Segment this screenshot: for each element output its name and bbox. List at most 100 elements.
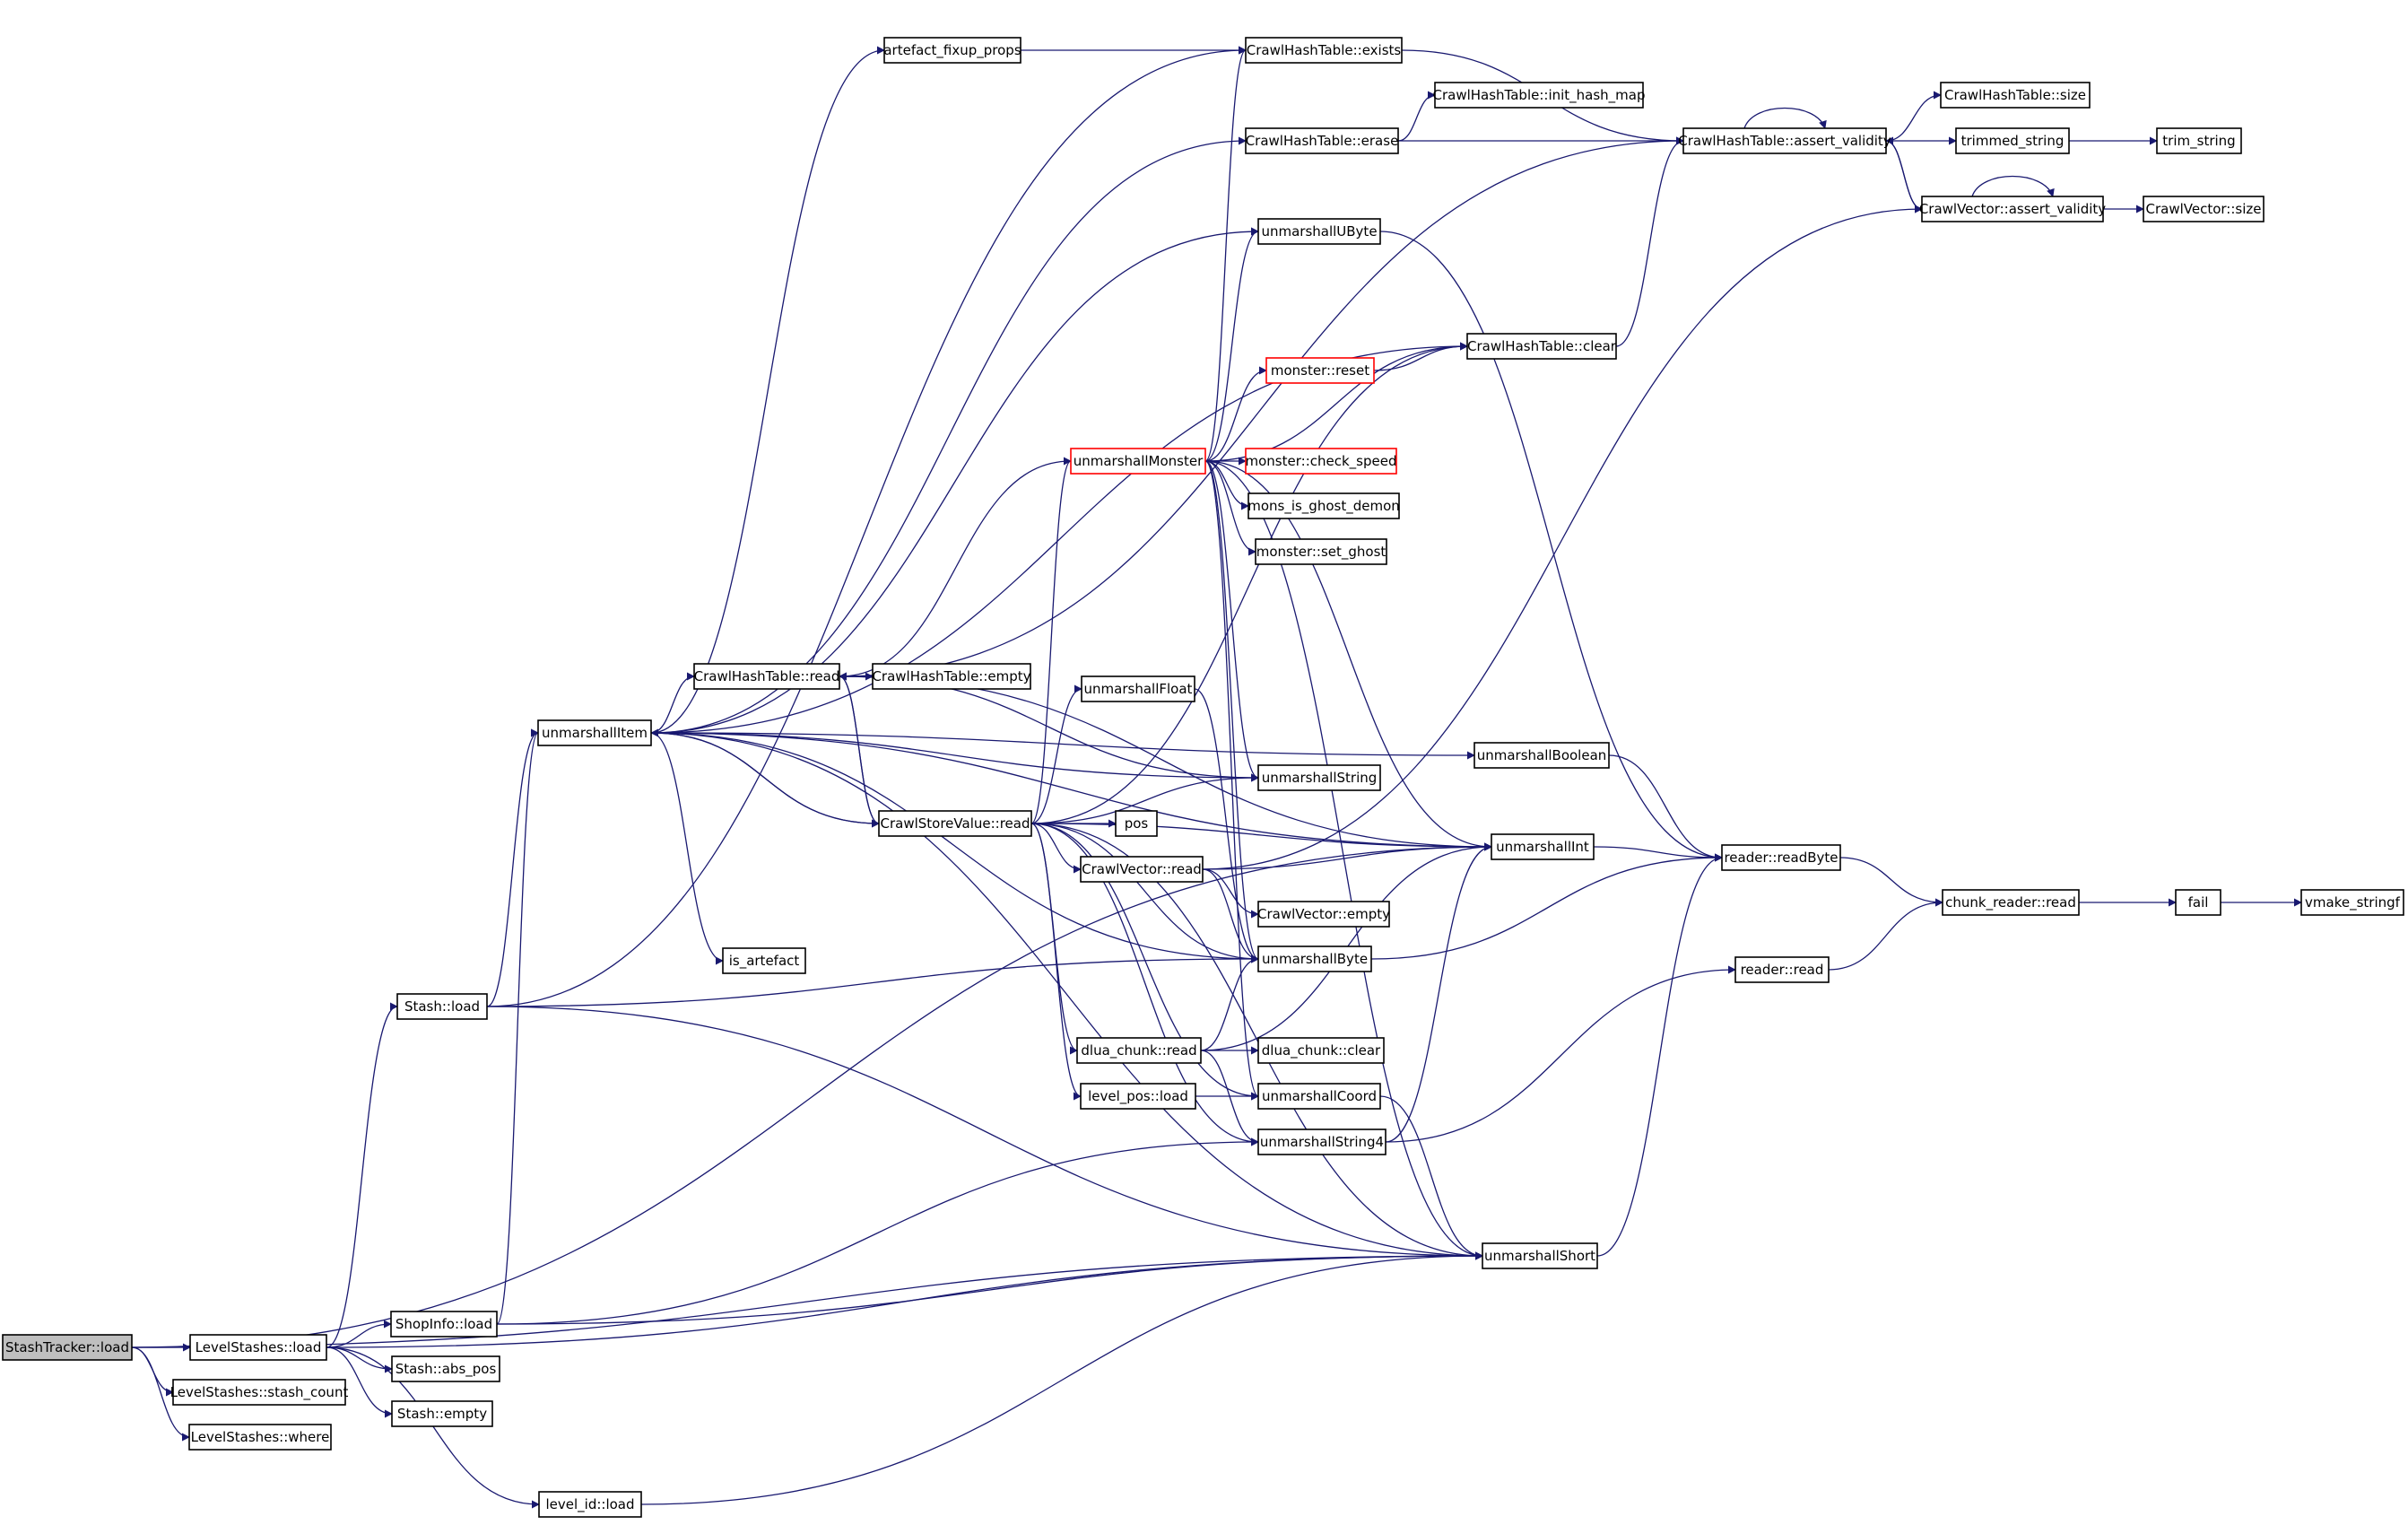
graph-node-trimmed-string[interactable]: trimmed_string [1955,127,2070,154]
node-box[interactable] [390,1311,498,1338]
graph-node-monster-check-speed[interactable]: monster::check_speed [1245,448,1397,475]
node-box[interactable] [1921,196,2104,222]
node-box[interactable] [1955,127,2070,154]
node-box[interactable] [189,1334,327,1361]
node-box[interactable] [1265,357,1375,384]
graph-node-reader-read[interactable]: reader::read [1734,956,1830,983]
node-box[interactable] [872,663,1031,690]
graph-node-dlua-chunk-clear[interactable]: dlua_chunk::clear [1257,1037,1385,1064]
graph-node-crawlhashtable-init-hash-map[interactable]: CrawlHashTable::init_hash_map [1432,82,1646,109]
graph-node-stash-empty[interactable]: Stash::empty [391,1400,493,1427]
graph-node-crawlhashtable-clear[interactable]: CrawlHashTable::clear [1466,333,1617,360]
graph-node-crawlhashtable-size[interactable]: CrawlHashTable::size [1940,82,2091,109]
graph-node-crawlhashtable-exists[interactable]: CrawlHashTable::exists [1245,37,1403,64]
graph-node-levelstashes-load[interactable]: LevelStashes::load [189,1334,327,1361]
graph-node-fail[interactable]: fail [2175,889,2221,916]
graph-node-crawlhashtable-read[interactable]: CrawlHashTable::read [693,663,840,690]
node-box[interactable] [1080,1083,1196,1110]
node-box[interactable] [1482,1242,1598,1269]
node-box[interactable] [1942,889,2080,916]
node-box[interactable] [722,947,806,974]
node-box[interactable] [172,1379,346,1406]
graph-node-unmarshallubyte[interactable]: unmarshallUByte [1257,218,1381,245]
graph-node-unmarshallboolean[interactable]: unmarshallBoolean [1473,742,1610,769]
node-box[interactable] [2156,127,2242,154]
graph-node-level-id-load[interactable]: level_id::load [538,1491,642,1518]
graph-node-shopinfo-load[interactable]: ShopInfo::load [390,1311,498,1338]
graph-node-vmake-stringf[interactable]: vmake_stringf [2300,889,2404,916]
node-box[interactable] [2175,889,2221,916]
node-box[interactable] [1682,127,1887,154]
graph-node-stash-load[interactable]: Stash::load [396,993,488,1020]
node-box[interactable] [1257,901,1390,928]
graph-node-unmarshallfloat[interactable]: unmarshallFloat [1081,675,1195,702]
node-box[interactable] [1491,833,1595,860]
graph-node-crawlvector-size[interactable]: CrawlVector::size [2143,196,2265,222]
node-box[interactable] [693,663,840,690]
graph-node-unmarshallmonster[interactable]: unmarshallMonster [1070,448,1206,475]
node-box[interactable] [188,1424,332,1451]
graph-node-reader-readbyte[interactable]: reader::readByte [1721,844,1841,871]
graph-node-chunk-reader-read[interactable]: chunk_reader::read [1942,889,2080,916]
node-box[interactable] [1081,675,1195,702]
node-box[interactable] [538,1491,642,1518]
node-box[interactable] [1257,1037,1385,1064]
graph-node-levelstashes-stash-count[interactable]: LevelStashes::stash_count [170,1379,349,1406]
graph-node-trim-string[interactable]: trim_string [2156,127,2242,154]
graph-node-level-pos-load[interactable]: level_pos::load [1080,1083,1196,1110]
node-box[interactable] [2,1334,133,1361]
node-box[interactable] [396,993,488,1020]
graph-node-monster-reset[interactable]: monster::reset [1265,357,1375,384]
graph-node-mons-is-ghost-demon[interactable]: mons_is_ghost_demon [1247,492,1400,519]
node-box[interactable] [1257,764,1381,791]
node-box[interactable] [1434,82,1644,109]
node-box[interactable] [1257,946,1372,972]
graph-node-unmarshallitem[interactable]: unmarshallItem [537,719,652,746]
node-box[interactable] [1473,742,1610,769]
graph-node-crawlvector-empty[interactable]: CrawlVector::empty [1257,901,1390,928]
node-box[interactable] [1257,1083,1381,1110]
node-box[interactable] [391,1400,493,1427]
node-box[interactable] [1080,856,1204,883]
graph-node-unmarshallshort[interactable]: unmarshallShort [1482,1242,1598,1269]
graph-node-crawlhashtable-empty[interactable]: CrawlHashTable::empty [872,663,1031,690]
graph-node-artefact-fixup-props[interactable]: artefact_fixup_props [883,37,1021,64]
node-box[interactable] [883,37,1021,64]
node-box[interactable] [1076,1037,1202,1064]
node-box[interactable] [1070,448,1206,475]
graph-node-pos[interactable]: pos [1115,810,1158,837]
graph-node-unmarshallint[interactable]: unmarshallInt [1491,833,1595,860]
node-box[interactable] [878,810,1032,837]
node-box[interactable] [1940,82,2091,109]
node-box[interactable] [1115,810,1158,837]
graph-node-is-artefact[interactable]: is_artefact [722,947,806,974]
node-box[interactable] [2300,889,2404,916]
graph-node-stash-abs-pos[interactable]: Stash::abs_pos [391,1355,500,1382]
node-box[interactable] [2143,196,2265,222]
graph-node-unmarshallcoord[interactable]: unmarshallCoord [1257,1083,1381,1110]
node-box[interactable] [1257,1128,1387,1155]
graph-node-crawlhashtable-assert-validity[interactable]: CrawlHashTable::assert_validity [1678,127,1891,154]
node-box[interactable] [391,1355,500,1382]
node-box[interactable] [1257,218,1381,245]
graph-node-unmarshallstring4[interactable]: unmarshallString4 [1257,1128,1387,1155]
node-box[interactable] [1245,37,1403,64]
graph-node-crawlvector-read[interactable]: CrawlVector::read [1080,856,1204,883]
graph-node-crawlstorevalue-read[interactable]: CrawlStoreValue::read [878,810,1032,837]
graph-node-crawlvector-assert-validity[interactable]: CrawlVector::assert_validity [1919,196,2106,222]
node-box[interactable] [1255,538,1387,565]
node-box[interactable] [1721,844,1841,871]
graph-node-unmarshallstring[interactable]: unmarshallString [1257,764,1381,791]
graph-node-levelstashes-where[interactable]: LevelStashes::where [188,1424,332,1451]
node-box[interactable] [1247,492,1400,519]
node-box[interactable] [1245,127,1399,154]
node-box[interactable] [1245,448,1397,475]
graph-node-unmarshallbyte[interactable]: unmarshallByte [1257,946,1372,972]
graph-node-monster-set-ghost[interactable]: monster::set_ghost [1255,538,1387,565]
node-box[interactable] [537,719,652,746]
node-box[interactable] [1466,333,1617,360]
graph-node-dlua-chunk-read[interactable]: dlua_chunk::read [1076,1037,1202,1064]
node-box[interactable] [1734,956,1830,983]
graph-node-stashtracker-load[interactable]: StashTracker::load [2,1334,133,1361]
graph-node-crawlhashtable-erase[interactable]: CrawlHashTable::erase [1245,127,1399,154]
